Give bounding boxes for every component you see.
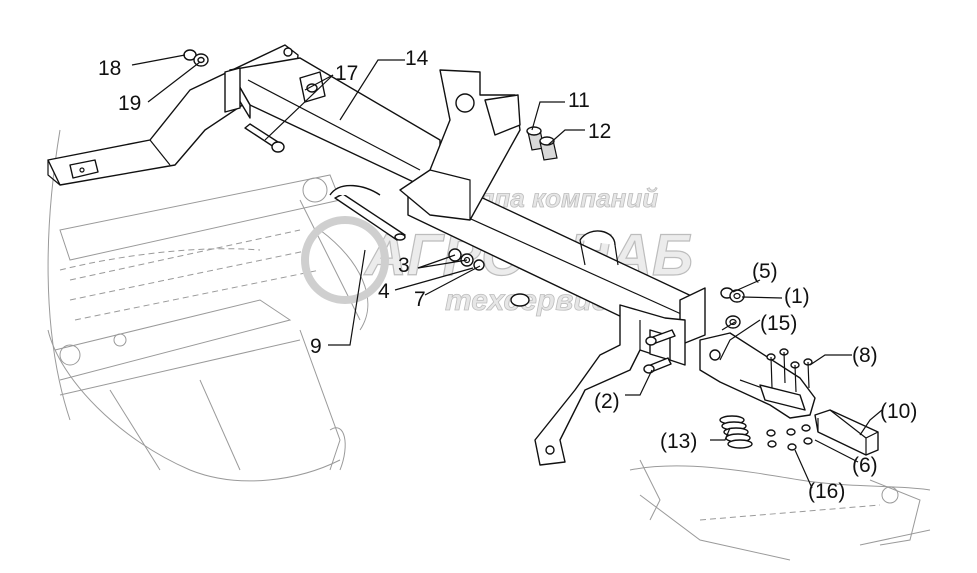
- callout-8: (8): [852, 344, 878, 367]
- main-beam: [224, 57, 706, 346]
- callout-6: (6): [852, 454, 878, 477]
- pin-9: [329, 184, 406, 241]
- callout-7: 7: [414, 288, 426, 311]
- center-upright-bracket: [399, 69, 521, 221]
- callout-17: 17: [335, 62, 358, 85]
- callout-3: 3: [398, 254, 410, 277]
- callout-4: 4: [378, 280, 390, 303]
- nuts-16-6: [766, 424, 813, 451]
- callout-13: (13): [660, 430, 697, 453]
- callout-9: 9: [310, 335, 322, 358]
- u-bolt: [510, 230, 619, 307]
- background-machine-outline: [47, 129, 931, 561]
- callout-11: 11: [568, 89, 590, 112]
- washer-18-19: [183, 49, 209, 67]
- callout-5: (5): [752, 260, 778, 283]
- callout-19: 19: [118, 92, 141, 115]
- callout-2: (2): [594, 390, 620, 413]
- callout-18: 18: [98, 57, 121, 80]
- bolts-8: [766, 348, 813, 393]
- callout-labels: 18 19 17 14 11 12 3 4 7 9 (5) (1) (15) (…: [98, 47, 917, 503]
- bracket-15: [699, 332, 816, 419]
- callout-15: (15): [760, 312, 797, 335]
- callout-14: 14: [405, 47, 429, 70]
- spring-13: [719, 415, 753, 449]
- washers-5-1: [720, 287, 745, 329]
- callout-1: (1): [784, 285, 810, 308]
- callout-16: (16): [808, 480, 845, 503]
- callout-10: (10): [880, 400, 917, 423]
- bushings-11-12: [526, 126, 558, 161]
- watermark-gear-icon: [301, 216, 389, 304]
- callout-12: 12: [588, 120, 611, 143]
- pad-10: [814, 409, 879, 456]
- leader-lines: [131, 54, 883, 489]
- bolt-17: [244, 71, 326, 153]
